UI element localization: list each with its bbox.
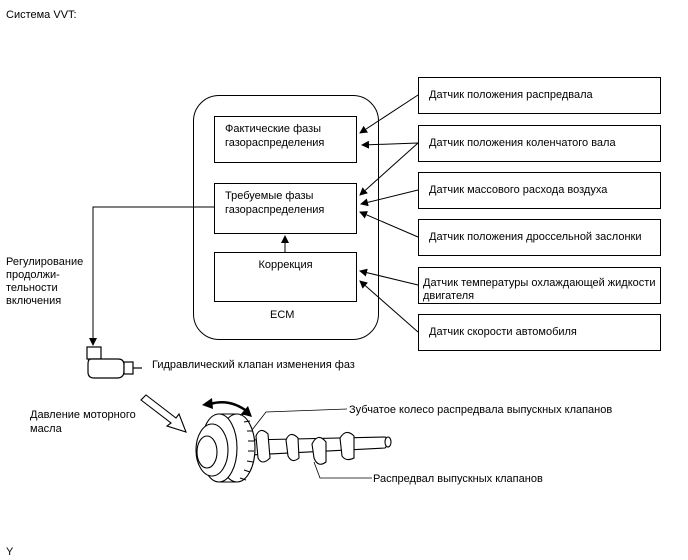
actual-valve-timing-box: Фактические фазы газораспределения <box>214 116 357 163</box>
camshaft-drawing <box>195 413 392 483</box>
oil-pressure-label: Давление моторного масла <box>30 409 136 435</box>
coolant-temperature-sensor: Датчик температуры охлаждающей жидкости … <box>418 267 661 304</box>
camshaft-position-sensor: Датчик положения распредвала <box>418 77 661 114</box>
exhaust-gear-label: Зубчатое колесо распредвала выпускных кл… <box>349 404 613 416</box>
throttle-position-sensor: Датчик положения дроссельной заслонки <box>418 219 661 256</box>
diagram-title: Система VVT: <box>6 9 77 21</box>
ocv-label: Гидравлический клапан изменения фаз <box>152 359 355 371</box>
duty-control-label: Регулирование продолжи- тельности включе… <box>6 256 84 307</box>
sensor-signal-lines <box>89 94 419 346</box>
footer-mark: Y <box>6 546 14 558</box>
leader-lines <box>251 408 372 479</box>
correction-box: Коррекция <box>214 252 357 302</box>
mass-air-flow-sensor: Датчик массового расхода воздуха <box>418 172 661 209</box>
ocv-valve-drawing <box>86 346 142 379</box>
oil-pressure-arrow <box>140 394 187 433</box>
rotation-arrow <box>209 401 249 413</box>
target-valve-timing-box: Требуемые фазы газораспределения <box>214 183 357 234</box>
ecm-label: ECM <box>270 309 295 321</box>
vehicle-speed-sensor: Датчик скорости автомобиля <box>418 314 661 351</box>
crankshaft-position-sensor: Датчик положения коленчатого вала <box>418 125 661 162</box>
exhaust-camshaft-label: Распредвал выпускных клапанов <box>373 473 543 485</box>
